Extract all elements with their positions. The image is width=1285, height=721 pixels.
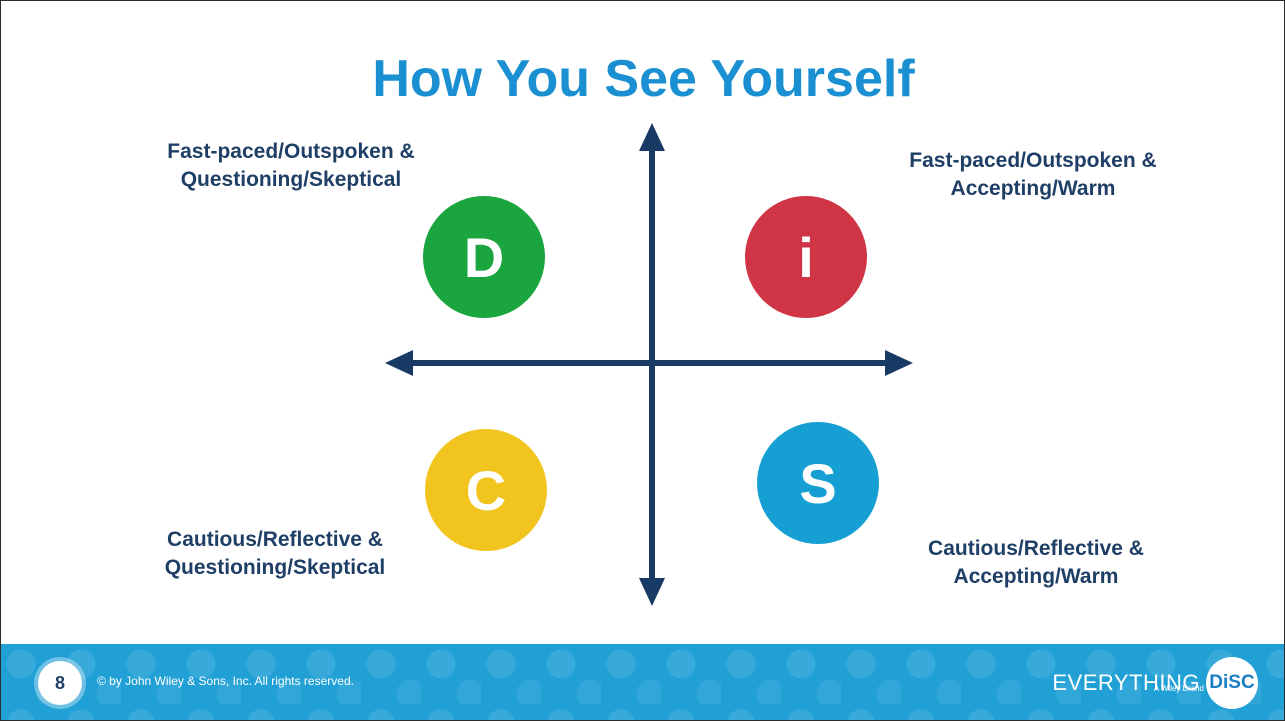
brand-badge: DiSC bbox=[1206, 657, 1258, 709]
label-top-right: Fast-paced/Outspoken & Accepting/Warm bbox=[833, 147, 1233, 203]
label-bottom-right-line1: Cautious/Reflective & bbox=[928, 537, 1144, 560]
label-top-left-line1: Fast-paced/Outspoken & bbox=[167, 140, 415, 163]
brand-word: EVERYTHING bbox=[1052, 670, 1200, 695]
label-top-right-line2: Accepting/Warm bbox=[950, 177, 1116, 200]
disc-s-letter: S bbox=[799, 451, 837, 515]
slide-title: How You See Yourself bbox=[372, 50, 915, 108]
label-bottom-left-line1: Cautious/Reflective & bbox=[167, 528, 383, 551]
label-top-left: Fast-paced/Outspoken & Questioning/Skept… bbox=[91, 138, 491, 194]
down-arrow-icon bbox=[639, 578, 665, 606]
label-bottom-left-line2: Questioning/Skeptical bbox=[164, 556, 386, 579]
copyright-text: © by John Wiley & Sons, Inc. All rights … bbox=[97, 674, 354, 688]
label-top-left-line2: Questioning/Skeptical bbox=[180, 168, 402, 191]
brand-logo: EVERYTHING DiSC bbox=[1052, 656, 1258, 710]
footer-bar: 8 © by John Wiley & Sons, Inc. All right… bbox=[1, 644, 1284, 720]
up-arrow-icon bbox=[639, 123, 665, 151]
right-arrow-icon bbox=[885, 350, 913, 376]
left-arrow-icon bbox=[385, 350, 413, 376]
brand-subtitle: A Wiley Brand bbox=[1153, 684, 1204, 693]
label-bottom-right: Cautious/Reflective & Accepting/Warm bbox=[836, 535, 1236, 591]
disc-c-letter: C bbox=[465, 458, 507, 522]
disc-d-circle: D bbox=[423, 196, 545, 318]
disc-i-letter: i bbox=[798, 225, 814, 289]
label-bottom-right-line2: Accepting/Warm bbox=[953, 565, 1119, 588]
page-number: 8 bbox=[38, 661, 82, 705]
disc-s-circle: S bbox=[757, 422, 879, 544]
disc-i-circle: i bbox=[745, 196, 867, 318]
label-top-right-line1: Fast-paced/Outspoken & bbox=[909, 149, 1157, 172]
disc-c-circle: C bbox=[425, 429, 547, 551]
disc-d-letter: D bbox=[463, 225, 505, 289]
label-bottom-left: Cautious/Reflective & Questioning/Skepti… bbox=[75, 526, 475, 582]
